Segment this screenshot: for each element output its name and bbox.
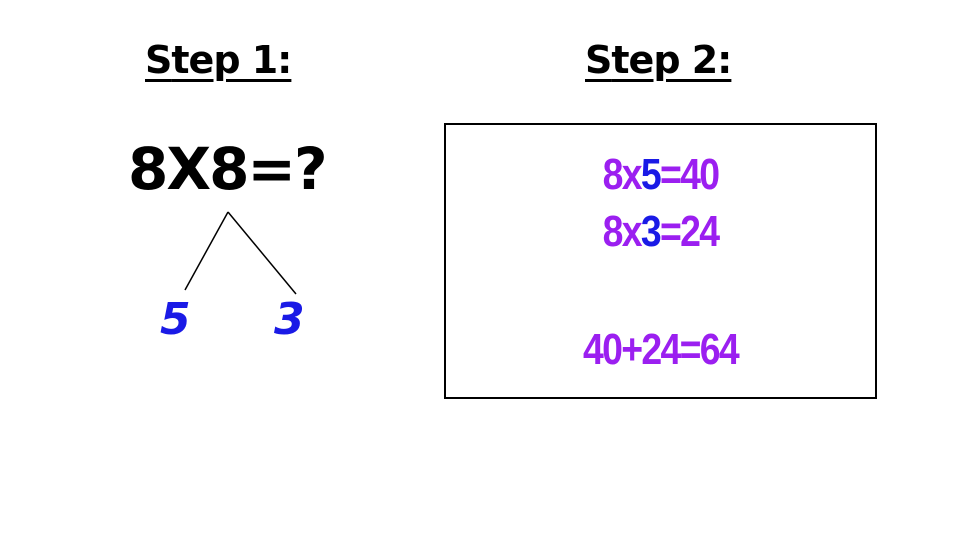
work-line-2-factor: 3 — [640, 207, 662, 256]
branch-number-right: 3 — [274, 294, 305, 345]
work-line-2-result: =24 — [659, 207, 720, 256]
work-line-1-factor: 5 — [640, 150, 662, 199]
step1-heading: Step 1: — [145, 38, 292, 82]
branch-number-left: 5 — [160, 294, 191, 345]
work-line-1-multiplier: 8x — [602, 150, 643, 199]
work-line-1-result: =40 — [659, 150, 720, 199]
work-line-2-multiplier: 8x — [602, 207, 643, 256]
tree-branch-left — [184, 211, 229, 291]
work-line-1: 8x5=40 — [478, 153, 843, 197]
tree-branch-right — [227, 211, 297, 295]
equation: 8X8=? — [128, 135, 328, 203]
work-box: 8x5=40 8x3=24 40+24=64 — [444, 123, 877, 399]
work-line-2: 8x3=24 — [478, 210, 843, 254]
work-line-sum: 40+24=64 — [583, 325, 740, 374]
step2-heading: Step 2: — [585, 38, 732, 82]
